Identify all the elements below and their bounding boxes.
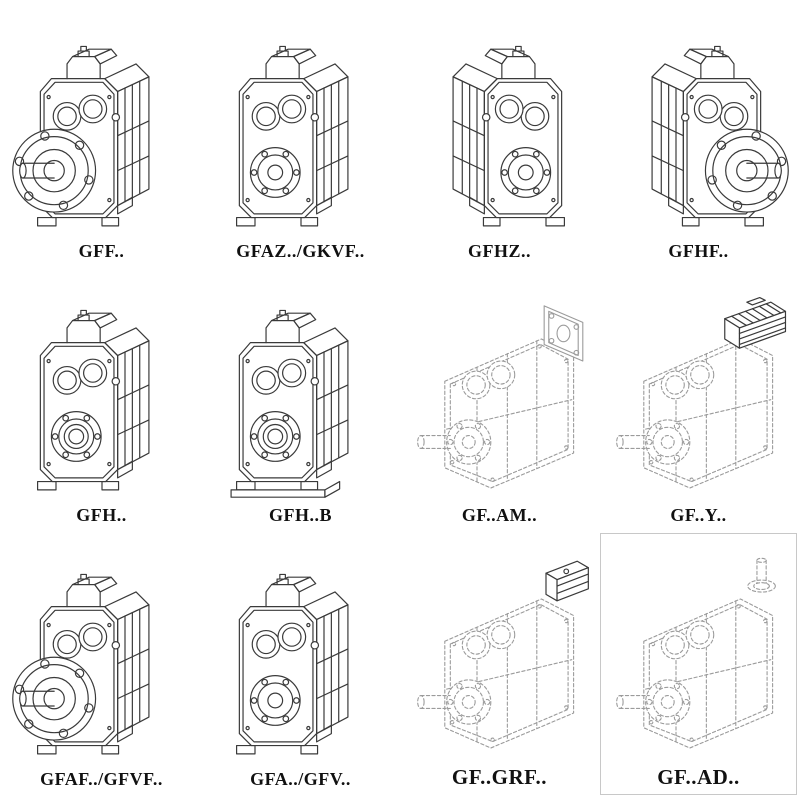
gearbox-phantom-with-motor-drawing [607,289,791,503]
gearbox-cell: GFF.. [2,4,201,268]
model-label: GF..GRF.. [451,765,548,789]
gearbox-cell: GFH.. [2,268,201,532]
gearbox-cell: GFHZ.. [400,4,599,268]
gearbox-phantom-motor-adapter-flange-drawing [408,289,592,503]
gearbox-phantom-top-shaft-drawing [607,549,791,763]
gearbox-phantom-adapter-box-drawing [408,549,592,763]
model-label: GF..AD.. [657,765,740,789]
model-label: GFHF.. [668,241,729,261]
gearbox-flange-output-drawing [10,25,194,239]
model-label: GFF.. [78,241,125,261]
model-label: GFAF../GFVF.. [40,769,163,789]
gearbox-cell: GFAZ../GKVF.. [201,4,400,268]
gearbox-flange-output-drawing [10,553,194,767]
gearbox-cell: GF..AD.. [599,532,798,796]
gearbox-foot-mounted-drawing [10,289,194,503]
model-label: GFH..B [268,505,332,525]
model-label: GF..Y.. [670,505,727,525]
gearbox-hollow-shaft-drawing [209,25,393,239]
gearbox-cell: GF..Y.. [599,268,798,532]
gearbox-cell: GFAF../GFVF.. [2,532,201,796]
gearbox-foot-mounted-baseplate-drawing [209,289,393,503]
gearbox-cell: GFA../GFV.. [201,532,400,796]
gearbox-hollow-shaft-mirrored-drawing [408,25,592,239]
gearbox-cell: GF..AM.. [400,268,599,532]
gearbox-hollow-shaft-drawing [209,553,393,767]
model-label: GF..AM.. [461,505,538,525]
model-label: GFA../GFV.. [250,769,351,789]
model-label: GFH.. [76,505,127,525]
gearbox-cell: GFHF.. [599,4,798,268]
gearbox-cell: GF..GRF.. [400,532,599,796]
model-label: GFAZ../GKVF.. [236,241,365,261]
gearbox-flange-output-mirrored-drawing [607,25,791,239]
gearbox-cell: GFH..B [201,268,400,532]
model-label: GFHZ.. [467,241,531,261]
